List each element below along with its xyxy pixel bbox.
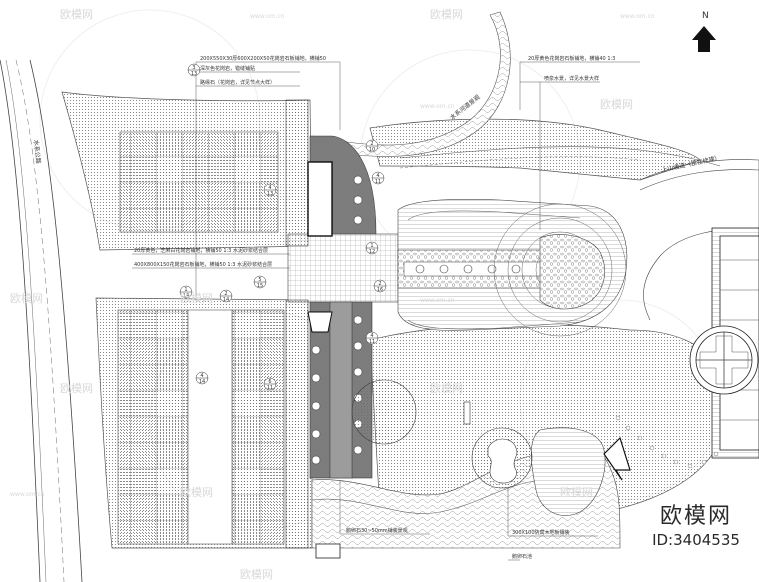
label-deck: 300X100防腐木地板铺装 [512,529,570,536]
label-walk-2: 400X800X150花岗岩石板铺地，横铺50 1:3 水泥砂浆结合层 [134,261,272,268]
south-band [329,301,353,479]
left-road [0,59,83,582]
section-marker-number: 4 [376,173,379,179]
slab-block-north [119,131,279,233]
section-marker-number: 1 [184,287,187,293]
section-marker-number: 6 [268,379,271,385]
section-marker: 411 [371,171,385,185]
section-marker-sheet: 13 [267,191,273,197]
section-marker: 611 [263,377,277,391]
label-paving-2: 深灰色花岗岩，错缝铺贴 [200,65,255,72]
section-marker: 216 [373,279,387,293]
watermark-site: www.om.cn [250,13,285,20]
section-marker-sheet: 11 [369,339,375,345]
north-arrow-icon [692,26,716,52]
section-marker-sheet: 11 [375,179,381,185]
deck-pond [530,427,606,516]
section-marker-number: 1 [370,243,373,249]
watermark-site: www.om.cn [10,491,45,498]
annotations: 200X550X30厚600X200X50花岗岩石板铺地，横铺50 深灰色花岗岩… [32,55,721,560]
section-marker-sheet: 13 [191,71,197,77]
watermark-brand: 欧模网 [180,292,213,305]
section-marker: 414 [195,371,209,385]
section-marker-number: 4 [268,185,271,191]
label-walk-1: 20厚黄色，芝麻白花岗岩铺地，横铺50 1:3 水泥砂浆结合层 [134,247,268,254]
section-marker: 411 [365,331,379,345]
fountain-basin [539,234,605,310]
label-pebble-pool: 鹅卵石池 [512,553,532,560]
watermark-site: www.om.cn [420,103,455,110]
section-marker-sheet: 16 [377,287,383,293]
label-flower-paving: 20厚黄色花岗岩石板铺地，横铺40 1:3 [528,55,615,62]
leader-lines [132,61,640,561]
legend-rect [315,543,341,559]
bench [463,401,471,425]
section-marker-sheet: 14 [183,293,189,299]
north-label: N [702,11,709,21]
watermark-site: www.om.cn [420,297,455,304]
round-lawn [351,379,417,445]
label-fountain-note: 喷泉水景，详见水景大样 [544,75,599,82]
section-marker-sheet: 12 [369,249,375,255]
walk-gap [187,309,233,545]
watermark-brand: 欧模网 [180,486,213,499]
section-marker-number: 2 [224,291,227,297]
section-marker: 313 [187,63,201,77]
section-marker-sheet: 11 [267,385,273,391]
section-marker: 515 [253,275,267,289]
triangle-monument [603,436,631,481]
dotted-trail [615,415,719,469]
south-water [311,427,621,549]
section-marker: 114 [179,285,193,299]
section-marker-number: 5 [258,277,261,283]
section-marker-number: 2 [370,141,373,147]
label-paving-1: 200X550X30厚600X200X50花岗岩石板铺地，横铺50 [200,55,326,62]
north-arrow: N [692,11,716,52]
brand-logo-text: 欧模网 [659,504,732,529]
section-marker: 112 [365,241,379,255]
watermark-brand: 欧模网 [240,568,273,581]
section-marker-sheet: 14 [199,379,205,385]
watermarks: 欧模网 www.om.cn 欧模网 www.om.cn www.om.cn 欧模… [10,8,655,581]
fountain-feature [397,199,628,337]
branding-block: 欧模网 ID:3404535 [636,504,756,550]
watermark-brand: 欧模网 [60,8,93,21]
slab-strip-west [117,309,189,545]
section-marker-number: 4 [200,373,203,379]
label-river-road: 水系公路 [32,139,42,164]
watermark-site: www.om.cn [620,13,655,20]
pavilion [307,161,333,237]
section-marker-sheet: 14 [223,297,229,303]
west-wall-lower [285,299,309,549]
section-marker-number: 2 [378,281,381,287]
watermark-brand: 欧模网 [560,486,593,499]
watermark-brand: 欧模网 [600,98,633,111]
section-marker-sheet: 10 [369,147,375,153]
label-gravel: 鹅卵石30~50mm铺装景观 [346,527,408,534]
watermark-brand: 欧模网 [60,382,93,395]
watermark-brand: 欧模网 [10,292,43,305]
section-marker-number: 3 [192,65,195,71]
section-marker-sheet: 15 [257,283,263,289]
section-marker-number: 4 [370,333,373,339]
brand-id-text: ID:3404535 [652,531,740,549]
paving-slabs [117,131,285,545]
section-marker: 214 [219,289,233,303]
section-marker: 210 [365,139,379,153]
section-marker: 413 [263,183,277,197]
west-wall-upper [285,99,309,247]
building [689,227,759,459]
pergola [307,311,333,333]
label-kerb: 路缘石（花岗岩，详见节点大样） [200,79,275,86]
watermark-brand: 欧模网 [430,382,463,395]
slab-strip-east [231,309,285,545]
watermark-brand: 欧模网 [430,8,463,21]
